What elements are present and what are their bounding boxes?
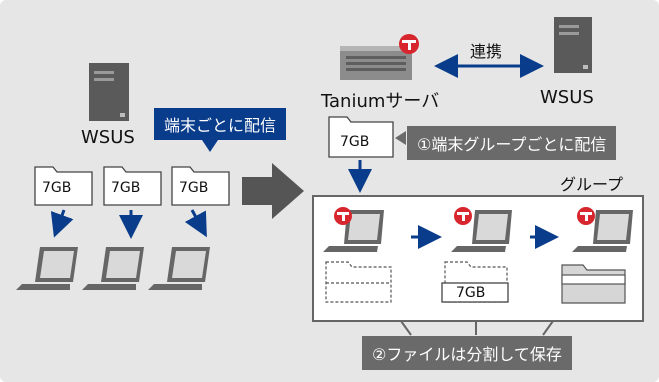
tanium-server-icon xyxy=(340,46,412,80)
left-laptop-icon-1 xyxy=(16,247,78,290)
group-label: グループ xyxy=(560,175,624,194)
source-folder-icon xyxy=(328,116,394,158)
left-arrow-3 xyxy=(184,209,207,238)
left-folder-label-3: 7GB xyxy=(179,180,209,196)
group-tanium-logo-icon-3 xyxy=(577,207,595,225)
left-laptop-icon-3 xyxy=(148,247,210,290)
group-laptop-icon-2 xyxy=(451,210,512,252)
source-folder-label: 7GB xyxy=(340,134,370,150)
split-folder-icon-3 xyxy=(561,264,626,304)
group-tanium-logo-icon-1 xyxy=(334,207,352,225)
step1-pointer xyxy=(395,131,406,145)
step2-connector-1 xyxy=(400,320,412,336)
right-wsus-label: WSUS xyxy=(540,87,594,108)
tanium-logo-icon xyxy=(399,34,419,54)
split-folder-icon-1 xyxy=(325,261,392,303)
step2-connector-3 xyxy=(542,320,554,336)
left-wsus-label: WSUS xyxy=(81,127,135,148)
left-folder-icon-1 xyxy=(34,166,93,206)
right-wsus-server-icon xyxy=(554,17,592,73)
left-folder-label-1: 7GB xyxy=(42,180,72,196)
left-folder-icon-2 xyxy=(103,166,162,206)
left-folder-label-2: 7GB xyxy=(111,180,141,196)
left-laptop-icon-2 xyxy=(82,247,144,290)
callout-pointer xyxy=(200,137,220,152)
assembled-chunk-label: 7GB xyxy=(456,285,486,301)
step1-label: ①端末グループごとに配信 xyxy=(407,126,617,160)
left-arrow-1 xyxy=(50,209,74,238)
group-laptop-icon-3 xyxy=(572,210,633,252)
assembled-chunk xyxy=(441,282,509,303)
transition-arrow xyxy=(242,163,304,219)
left-folder-icon-3 xyxy=(171,166,230,206)
group-laptop-icon-1 xyxy=(323,210,384,252)
link-label: 連携 xyxy=(470,42,503,61)
tanium-server-label: Taniumサーバ xyxy=(321,91,440,112)
group-tanium-logo-icon-2 xyxy=(454,207,472,225)
callout-label: 端末ごとに配信 xyxy=(154,108,287,140)
step2-label: ②ファイルは分割して保存 xyxy=(362,336,572,370)
left-wsus-server-icon xyxy=(89,63,129,121)
